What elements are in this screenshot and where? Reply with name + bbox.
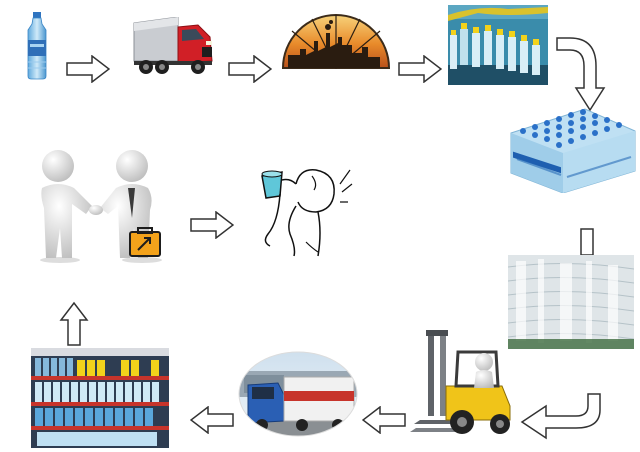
flow-arrow-up	[59, 301, 89, 346]
flow-arrow-curved-left	[520, 393, 601, 440]
water-bottle-icon	[24, 12, 50, 80]
flow-arrow-right	[190, 211, 234, 239]
wrapped-pallet-icon	[508, 255, 634, 349]
flow-arrow-curved-down	[556, 37, 606, 112]
flow-arrow-right	[228, 55, 272, 83]
store-shelves-icon	[31, 348, 169, 448]
bottling-line-icon	[448, 5, 548, 85]
delivery-truck-icon	[132, 17, 216, 75]
factory-sunset-icon	[282, 11, 390, 69]
drinking-person-icon	[256, 162, 354, 258]
flow-arrow-right	[66, 55, 110, 83]
flow-arrow-right	[398, 55, 442, 83]
flow-arrow-left	[190, 406, 234, 434]
flow-arrow-down	[580, 228, 594, 256]
distribution-truck-icon	[238, 351, 358, 437]
flow-arrow-left	[362, 406, 406, 434]
handshake-icon	[36, 148, 166, 264]
forklift-icon	[406, 328, 518, 440]
bottle-pack-icon	[505, 103, 637, 193]
